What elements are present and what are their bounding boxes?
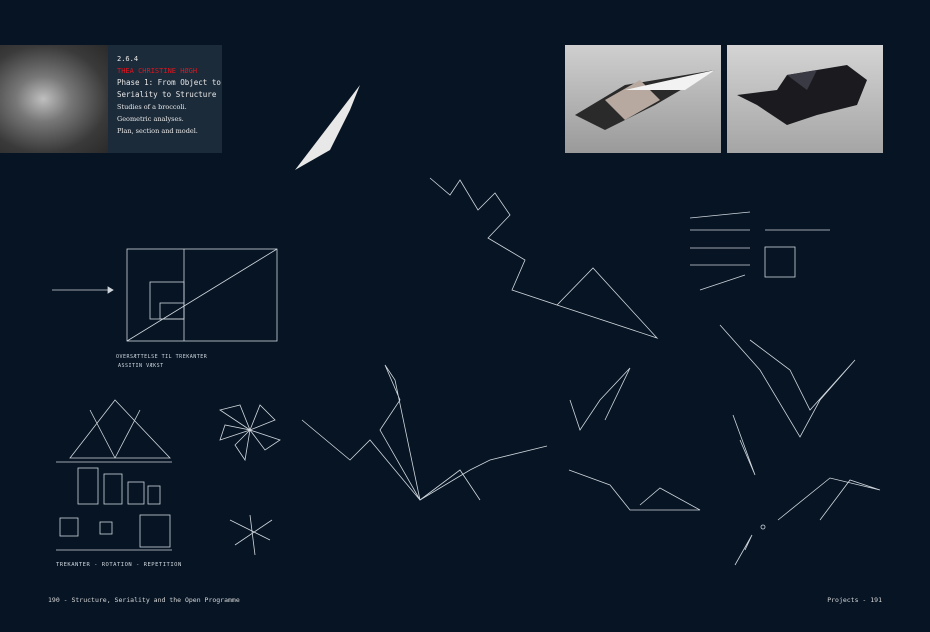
model-photo-1 [565,45,721,153]
title-line: Phase 1: From Object to [117,78,221,87]
description-line: Plan, section and model. [117,127,198,135]
sketch-label: ASSITIN VÆKST [118,363,164,369]
description-line: Geometric analyses. [117,115,184,123]
rotation-sketch [56,399,172,551]
branching-chain [301,364,548,501]
broccoli-section-photo [295,85,360,170]
right-small [732,414,881,566]
right-branch [719,324,856,438]
broccoli-photo [0,45,108,153]
sketch-label: TREKANTER - ROTATION - REPETITION [56,562,182,568]
title-line: Seriality to Structure [117,90,217,99]
description-line: Studies of a broccoli. [117,103,187,111]
grid-diagram [689,211,830,291]
footer-right: Projects - 191 [827,596,882,604]
footer-left: 190 - Structure, Seriality and the Open … [48,596,240,604]
small-chain-1 [569,367,631,431]
sketch-label: OVERSÆTTELSE TIL TREKANTER [116,354,208,360]
author-name: THEA CHRISTINE HØGH [117,67,198,75]
section-number: 2.6.4 [117,55,139,63]
golden-spiral-sketch [126,248,278,342]
pinwheel-sketch [219,404,281,462]
small-chain-2 [568,469,701,511]
star-sketch [229,514,273,556]
large-triangle-chain [429,177,659,339]
caption-box: 2.6.4 THEA CHRISTINE HØGH Phase 1: From … [108,45,222,153]
model-photo-2 [727,45,883,153]
